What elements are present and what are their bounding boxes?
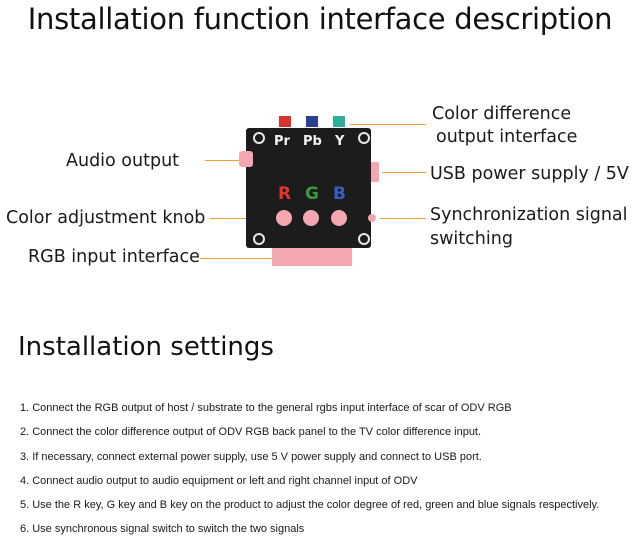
list-item: 1. Connect the RGB output of host / subs… [20,402,512,414]
pb-port [306,116,318,127]
label-color-diff-1: Color difference [432,104,572,124]
y-port [333,116,345,127]
leader-color-diff [350,124,426,125]
pr-port [279,116,291,127]
audio-jack [239,151,253,167]
mount-hole-tr [358,132,370,144]
list-item: 4. Connect audio output to audio equipme… [20,474,418,487]
label-color-knob: Color adjustment knob [6,208,206,228]
letter-b: B [333,184,346,204]
knob-g[interactable] [303,210,319,226]
sync-switch[interactable] [368,214,376,222]
label-sync-2: switching [430,229,513,249]
device-board [246,128,371,248]
leader-usb [382,172,426,173]
label-color-diff-2: output interface [436,127,578,147]
list-item: 2. Connect the color difference output o… [20,426,482,439]
knob-b[interactable] [331,210,347,226]
steps-list: 1. Connect the RGB output of host / subs… [20,396,599,542]
label-rgb-input: RGB input interface [28,247,200,267]
letter-g: G [305,184,319,204]
letter-r: R [278,184,292,204]
page-title: Installation function interface descript… [27,2,613,36]
leader-rgb [200,258,272,259]
leader-knob [210,218,272,219]
mount-hole-bl [253,233,265,245]
usb-port [371,162,379,182]
knob-r[interactable] [276,210,292,226]
label-sync-1: Synchronization signal [430,205,628,225]
port-label-pr: Pr [274,134,290,149]
label-usb-power: USB power supply / 5V [430,164,629,184]
list-item: 3. If necessary, connect external power … [20,450,482,463]
list-item: 5. Use the R key, G key and B key on the… [20,499,600,512]
rgb-input-connector [272,248,352,266]
port-label-y: Y [335,134,345,149]
label-audio-output: Audio output [66,151,180,171]
section-title: Installation settings [18,332,274,362]
mount-hole-br [358,233,370,245]
mount-hole-tl [253,132,265,144]
leader-audio [205,160,239,161]
list-item: 6. Use synchronous signal switch to swit… [20,523,305,536]
leader-sync [380,218,426,219]
port-label-pb: Pb [303,134,322,149]
